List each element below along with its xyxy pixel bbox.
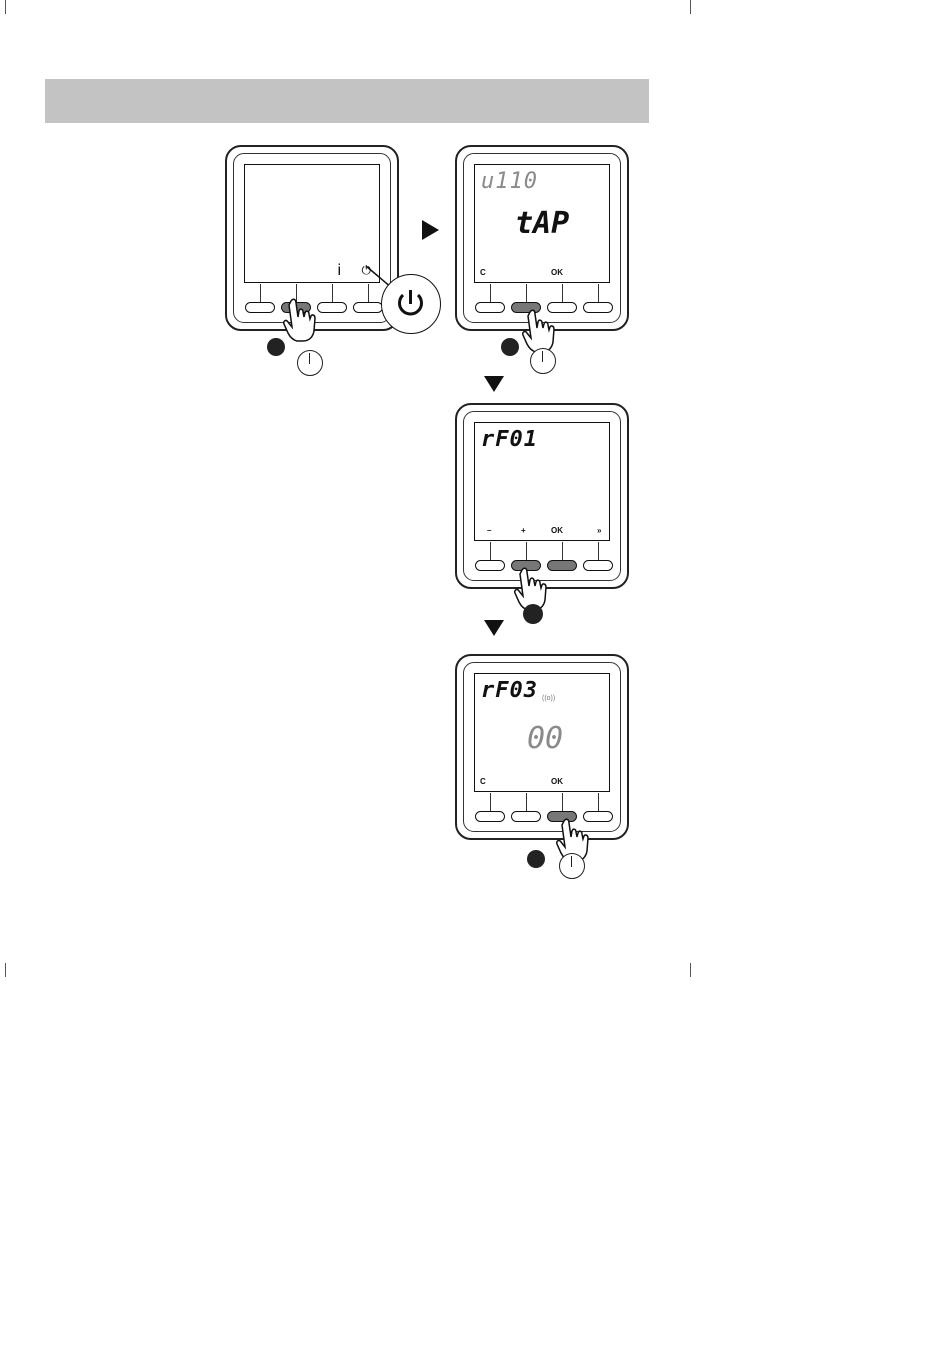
radio-signal-icon: ((o)) xyxy=(542,695,555,702)
step-badge xyxy=(267,338,285,356)
crop-mark xyxy=(5,963,6,977)
key-connector xyxy=(562,284,563,303)
key-connector xyxy=(526,793,527,812)
key-2[interactable] xyxy=(511,811,541,822)
pointing-hand-icon xyxy=(522,308,556,354)
thermostat-step-3: rF01 – + OK » xyxy=(455,403,629,589)
key-3-pressed[interactable] xyxy=(547,560,577,571)
softkey-label-3: OK xyxy=(551,777,563,786)
key-4[interactable] xyxy=(583,560,613,571)
softkey-label-plus: + xyxy=(521,526,526,535)
softkey-label-1: C xyxy=(480,268,486,277)
key-connector xyxy=(526,542,527,561)
arrow-down-icon xyxy=(484,620,504,636)
key-connector xyxy=(598,542,599,561)
key-1[interactable] xyxy=(475,811,505,822)
softkey-label-1: C xyxy=(480,777,486,786)
key-1[interactable] xyxy=(475,560,505,571)
key-4[interactable] xyxy=(353,302,383,313)
lcd-screen: u110 tAP C OK xyxy=(474,164,610,283)
key-connector xyxy=(526,284,527,303)
key-connector xyxy=(260,284,261,303)
step-badge xyxy=(527,850,545,868)
key-connector xyxy=(490,793,491,812)
key-1[interactable] xyxy=(245,302,275,313)
power-icon-callout xyxy=(381,274,441,334)
clock-timer-icon xyxy=(559,853,585,879)
display-code: u110 xyxy=(481,171,538,193)
crop-mark xyxy=(5,0,6,14)
display-code: rF03 xyxy=(481,680,538,702)
softkey-label-minus: – xyxy=(487,526,491,535)
arrow-down-icon xyxy=(484,376,504,392)
key-connector xyxy=(490,284,491,303)
clock-timer-icon xyxy=(530,348,556,374)
power-icon xyxy=(382,275,439,332)
key-connector xyxy=(562,793,563,812)
crop-mark xyxy=(690,0,691,14)
section-header-bar xyxy=(45,79,649,123)
clock-timer-icon xyxy=(297,350,323,376)
softkey-label-3: OK xyxy=(551,268,563,277)
arrow-right-icon xyxy=(422,220,440,240)
info-icon: i xyxy=(337,262,341,280)
crop-mark xyxy=(690,963,691,977)
display-value: 00 xyxy=(527,724,563,754)
pointing-hand-icon xyxy=(283,297,317,343)
step-badge xyxy=(523,604,543,624)
lcd-screen: rF03 ((o)) 00 C OK xyxy=(474,673,610,792)
key-connector xyxy=(562,542,563,561)
key-3[interactable] xyxy=(317,302,347,313)
softkey-label-ok: OK xyxy=(551,526,563,535)
key-1[interactable] xyxy=(475,302,505,313)
thermostat-step-2: u110 tAP C OK xyxy=(455,145,629,331)
lcd-screen: i ⏻ xyxy=(244,164,380,283)
display-code: rF01 xyxy=(481,429,538,451)
softkey-label-next: » xyxy=(597,526,601,535)
step-badge xyxy=(501,338,519,356)
display-main-text: tAP xyxy=(515,209,569,239)
thermostat-step-4: rF03 ((o)) 00 C OK xyxy=(455,654,629,840)
key-4[interactable] xyxy=(583,302,613,313)
key-connector xyxy=(598,793,599,812)
key-connector xyxy=(598,284,599,303)
key-connector xyxy=(332,284,333,303)
key-connector xyxy=(490,542,491,561)
lcd-screen: rF01 – + OK » xyxy=(474,422,610,541)
